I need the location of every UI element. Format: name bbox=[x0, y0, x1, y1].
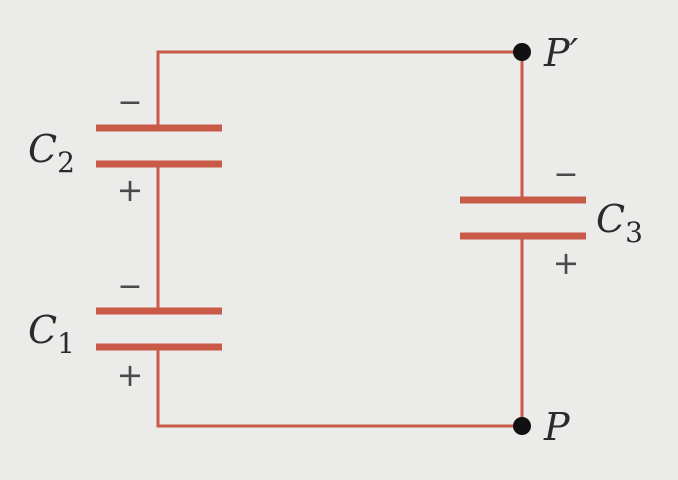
wires bbox=[156, 50, 524, 428]
c1-label: C1 bbox=[28, 308, 75, 360]
c3-plus-sign: + bbox=[553, 244, 580, 282]
node-p-prime-dot bbox=[513, 43, 531, 61]
capacitor-plates bbox=[96, 124, 586, 351]
node-p-prime-label: P′ bbox=[543, 31, 579, 75]
wire-top bbox=[156, 50, 522, 128]
c1-plus-sign: + bbox=[117, 356, 144, 394]
c3-label: C3 bbox=[596, 197, 643, 249]
c2-label: C2 bbox=[28, 127, 75, 179]
node-p-label: P bbox=[543, 405, 571, 449]
wire-bottom bbox=[156, 347, 522, 428]
node-p-dot bbox=[513, 417, 531, 435]
c1-minus-sign: − bbox=[117, 269, 142, 304]
c3-minus-sign: − bbox=[553, 157, 578, 192]
c2-plus-sign: + bbox=[117, 171, 144, 209]
c2-minus-sign: − bbox=[117, 85, 142, 120]
